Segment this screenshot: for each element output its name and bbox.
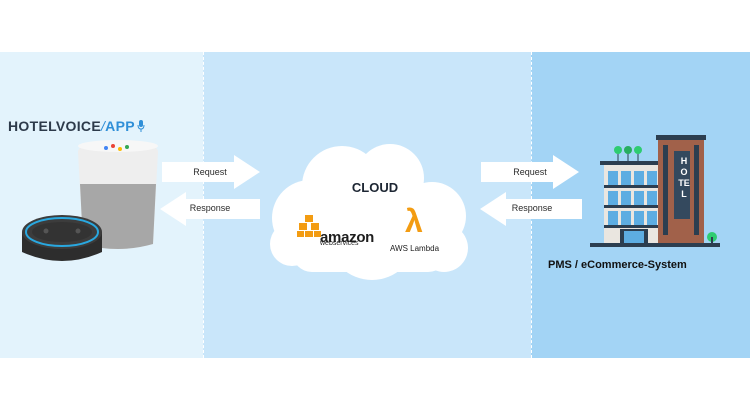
cloud-title: CLOUD: [351, 180, 399, 195]
lambda-icon: λ: [405, 203, 423, 239]
request-label-left: Request: [193, 167, 227, 177]
aws-lambda-label: AWS Lambda: [390, 244, 440, 253]
smart-speakers-illustration: [22, 140, 158, 261]
echo-dot-speaker: [22, 215, 102, 261]
pms-ecommerce-label: PMS / eCommerce-System: [548, 259, 687, 271]
brand-slash: /: [100, 118, 106, 134]
brand-app: APP: [105, 118, 135, 134]
aws-cubes-icon: [297, 215, 321, 237]
hotelvoice-logo: HOTELVOICE/APP: [8, 118, 145, 134]
cloud-shape: [270, 144, 468, 280]
response-arrow-left: [160, 192, 260, 226]
rooftop-plants: [614, 146, 642, 161]
request-label-right: Request: [513, 167, 547, 177]
webservices-wordmark: webservices: [320, 240, 359, 247]
amazon-wordmark: amazon: [320, 229, 375, 246]
response-label-right: Response: [511, 203, 553, 213]
hotel-sign: HOTEL: [678, 156, 690, 199]
microphone-icon: [137, 120, 145, 132]
request-arrow-left: [162, 155, 260, 189]
hotel-building-illustration: [590, 135, 720, 247]
response-label-left: Response: [189, 203, 231, 213]
request-arrow-right: [481, 155, 579, 189]
response-arrow-right: [480, 192, 582, 226]
brand-word: HOTELVOICE: [8, 118, 101, 134]
